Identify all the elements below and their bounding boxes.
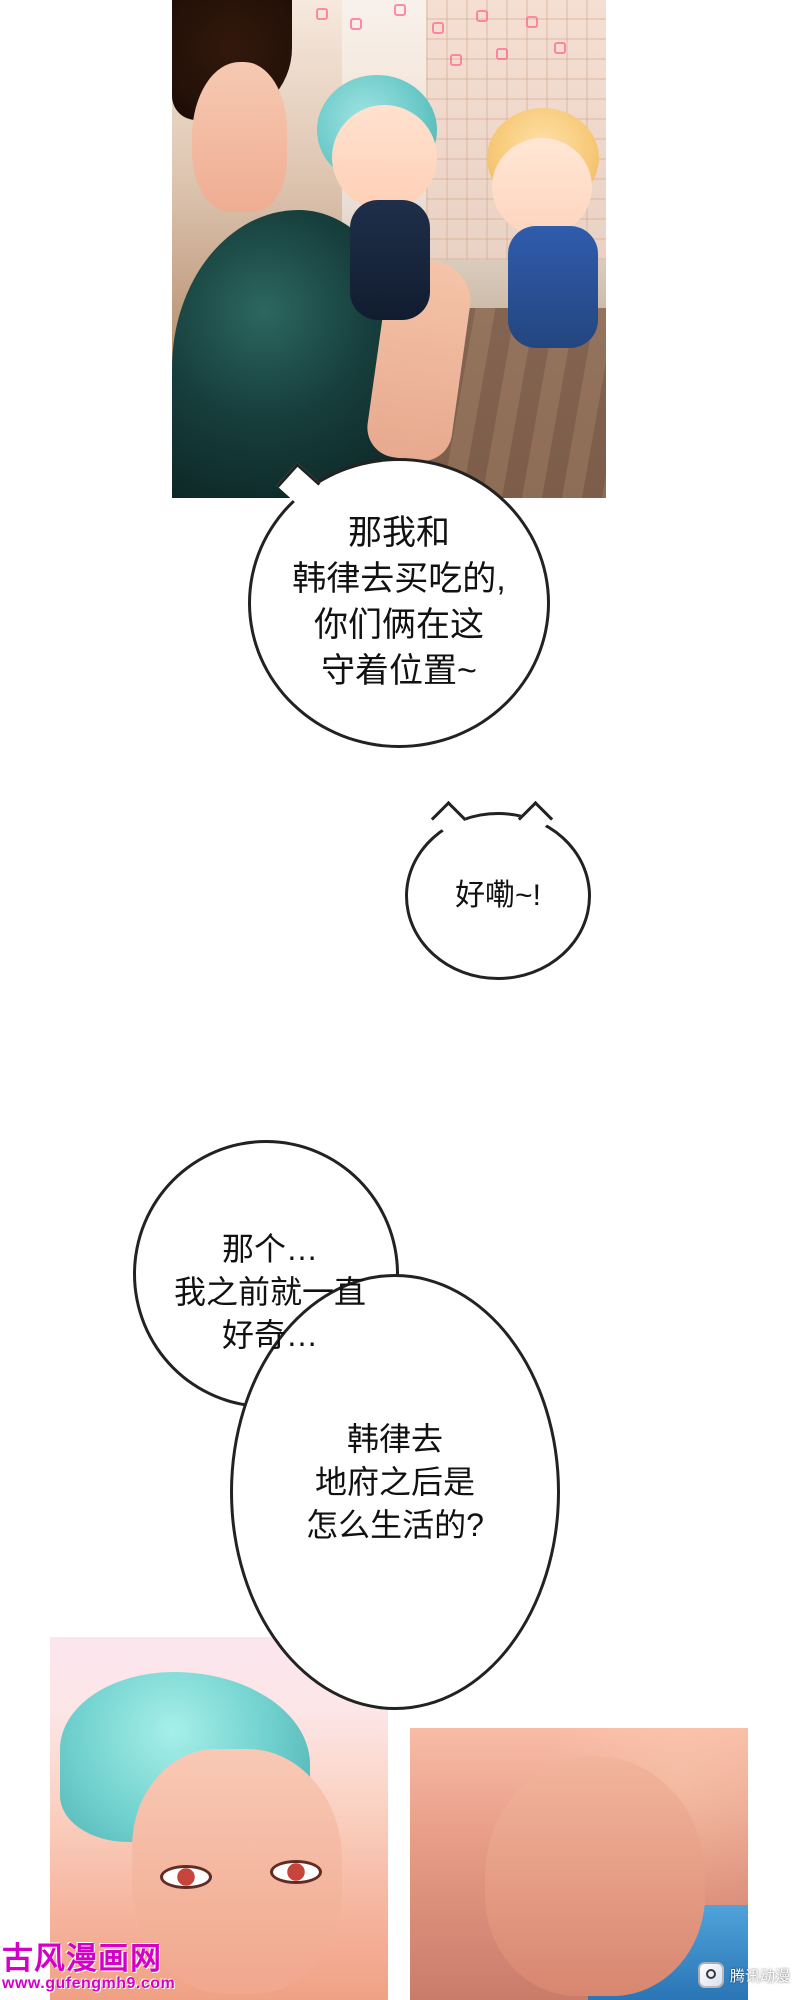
left-eye xyxy=(160,1865,212,1889)
speech-bubble-4 xyxy=(230,1274,560,1710)
top-comic-panel xyxy=(172,0,606,498)
right-watermark: 腾讯动漫 xyxy=(697,1962,790,1988)
speech-bubble-1-text: 那我和 韩律去买吃的, 你们俩在这 守着位置~ xyxy=(292,514,506,690)
right-eye xyxy=(270,1860,322,1884)
character-lower-face xyxy=(485,1756,705,1996)
right-watermark-text: 腾讯动漫 xyxy=(729,1967,790,1985)
left-character-face xyxy=(192,62,287,212)
bottom-left-comic-panel xyxy=(50,1637,388,2000)
bottom-right-comic-panel xyxy=(410,1728,748,2000)
left-watermark-sub: www.gufengmh9.com xyxy=(2,1975,176,1992)
speech-bubble-2: 好嘞~! xyxy=(405,812,591,980)
left-watermark: 古风漫画网 www.gufengmh9.com xyxy=(2,1943,175,1992)
blue-haired-chibi-body xyxy=(350,200,430,320)
speech-bubble-4-text: 韩律去 地府之后是 怎么生活的? xyxy=(306,1421,484,1544)
blonde-chibi-face xyxy=(492,138,592,236)
speech-bubble-1: 那我和 韩律去买吃的, 你们俩在这 守着位置~ xyxy=(248,458,550,748)
speech-bubble-2-text: 好嘞~! xyxy=(455,878,541,912)
speech-bubble-3-text: 那个… 我之前就一直 好奇… xyxy=(173,1231,366,1354)
blue-haired-chibi-face xyxy=(332,105,437,210)
blonde-chibi-body xyxy=(508,226,598,348)
camera-logo-icon xyxy=(697,1962,724,1988)
left-watermark-main: 古风漫画网 xyxy=(2,1941,162,1976)
